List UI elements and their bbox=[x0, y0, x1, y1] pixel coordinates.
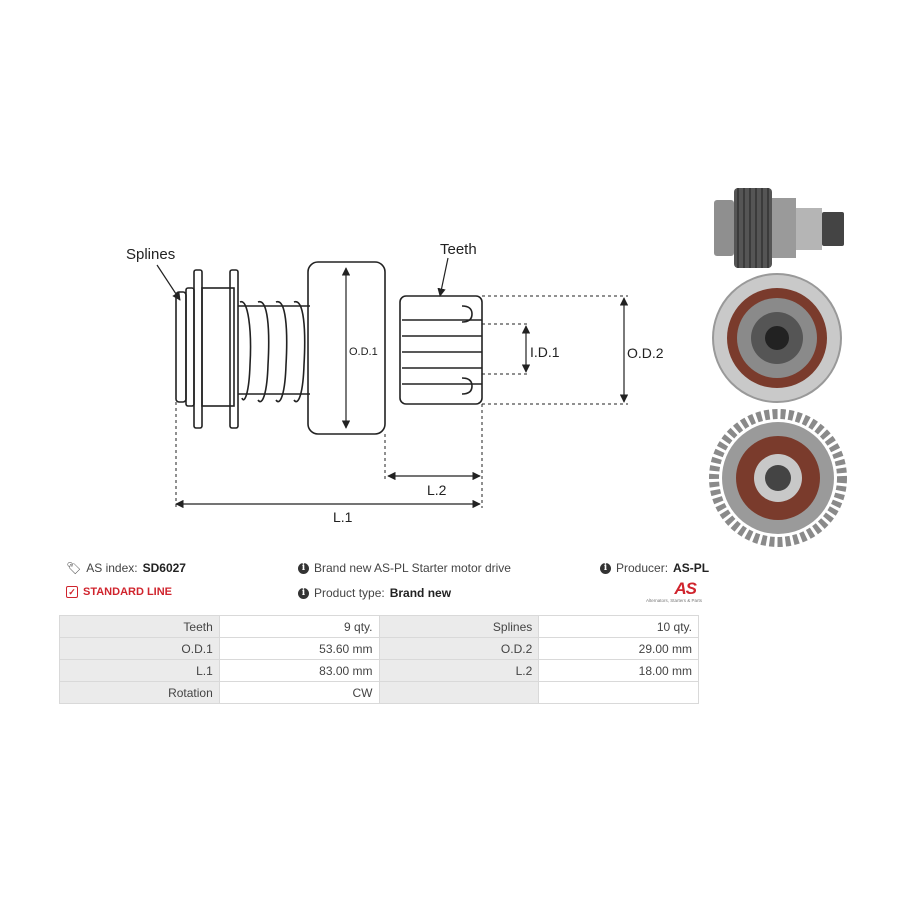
product-photo-rear bbox=[709, 409, 847, 547]
spec-key: O.D.1 bbox=[59, 637, 220, 660]
spec-value: 53.60 mm bbox=[218, 637, 380, 660]
technical-drawing: Splines Teeth O.D.1 I.D.1 O.D.2 L.2 L.1 bbox=[126, 188, 847, 547]
as-pl-logo: AS Alternators, Starters & Parts bbox=[645, 579, 702, 603]
spec-value: 9 qty. bbox=[218, 615, 380, 638]
spec-key: O.D.2 bbox=[378, 637, 540, 660]
tag-icon: 🏷︎ bbox=[66, 561, 82, 575]
label-splines: Splines bbox=[126, 246, 175, 263]
spec-value: 18.00 mm bbox=[538, 659, 699, 682]
label-od2: O.D.2 bbox=[627, 345, 664, 361]
spec-key: Rotation bbox=[59, 681, 220, 704]
as-index-value: SD6027 bbox=[142, 561, 186, 575]
table-row: O.D.1 53.60 mm O.D.2 29.00 mm bbox=[59, 637, 699, 660]
info-icon: i bbox=[298, 562, 309, 574]
spec-value: 29.00 mm bbox=[538, 637, 699, 660]
producer: i Producer: AS-PL bbox=[600, 561, 709, 575]
label-id1: I.D.1 bbox=[530, 344, 560, 360]
table-row: L.1 83.00 mm L.2 18.00 mm bbox=[59, 659, 699, 682]
product-photo-front bbox=[712, 273, 842, 403]
spec-key: L.2 bbox=[378, 659, 540, 682]
table-row: Teeth 9 qty. Splines 10 qty. bbox=[59, 615, 699, 638]
spec-key: L.1 bbox=[59, 659, 220, 682]
info-icon: i bbox=[298, 587, 309, 599]
check-square-icon: ✓ bbox=[66, 586, 78, 598]
table-row: Rotation CW bbox=[59, 681, 699, 704]
product-type: i Product type: Brand new bbox=[298, 586, 451, 600]
spec-key: Teeth bbox=[59, 615, 220, 638]
product-photo-side bbox=[714, 188, 844, 268]
spec-value bbox=[538, 681, 699, 704]
description: i Brand new AS-PL Starter motor drive bbox=[298, 561, 511, 575]
info-icon: i bbox=[600, 562, 611, 574]
label-od1: O.D.1 bbox=[349, 346, 378, 358]
spec-table: Teeth 9 qty. Splines 10 qty. O.D.1 53.60… bbox=[59, 615, 699, 704]
label-teeth: Teeth bbox=[440, 241, 477, 258]
spec-value: 83.00 mm bbox=[218, 659, 380, 682]
spec-key: Splines bbox=[378, 615, 540, 638]
spec-key bbox=[378, 681, 540, 704]
as-index: 🏷︎ AS index: SD6027 bbox=[66, 561, 186, 575]
standard-line: ✓ STANDARD LINE bbox=[66, 586, 172, 598]
drive-outline bbox=[175, 261, 483, 435]
spec-value: CW bbox=[218, 681, 380, 704]
label-l2: L.2 bbox=[427, 482, 447, 498]
label-l1: L.1 bbox=[333, 509, 353, 525]
spec-value: 10 qty. bbox=[538, 615, 699, 638]
